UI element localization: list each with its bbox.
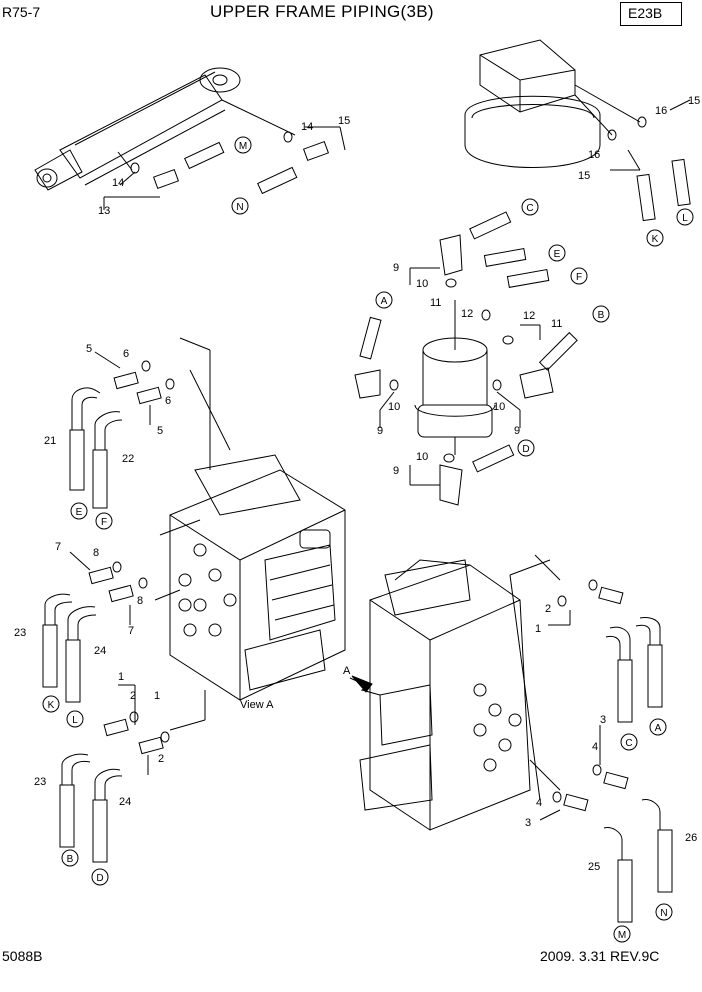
part-number: 11: [430, 297, 441, 309]
diagram-labels: View A A 1 1 1 2 2 2 3 3 4 4 5 5 6 6 7 7…: [14, 95, 700, 941]
callout-label: K: [48, 700, 55, 711]
callout-label: E: [554, 249, 561, 260]
part-number: 3: [600, 714, 606, 726]
view-a-arrow: [351, 675, 373, 693]
part-number: 4: [592, 741, 598, 753]
part-number: 10: [416, 278, 428, 290]
part-number: 1: [154, 690, 160, 702]
part-number: 9: [393, 465, 399, 477]
part-number: 2: [545, 603, 551, 615]
callout-label: E: [76, 507, 83, 518]
part-number: 2: [130, 690, 136, 702]
hoses-right: [603, 158, 691, 923]
page-title: UPPER FRAME PIPING(3B): [210, 2, 434, 21]
diagram-code: E23B: [628, 5, 663, 21]
part-number: 4: [536, 797, 542, 809]
cylinder-assembly: [34, 67, 296, 191]
callout-label: F: [101, 517, 107, 528]
part-number: 1: [535, 623, 541, 635]
view-a-arrow-label: A: [343, 665, 351, 677]
callout-label: A: [655, 723, 662, 734]
callout-label: A: [381, 296, 388, 307]
callout-label: M: [239, 141, 247, 152]
part-number: 15: [578, 170, 590, 182]
part-number: 5: [157, 425, 163, 437]
callout-label: N: [236, 202, 243, 213]
control-valve-iso: [349, 559, 551, 831]
part-number: 16: [655, 105, 667, 117]
part-number: 14: [301, 121, 313, 133]
part-number: 9: [377, 425, 383, 437]
callout-label: L: [72, 715, 78, 726]
callout-circles: [42, 136, 694, 943]
part-number: 10: [388, 401, 400, 413]
callout-label: B: [598, 310, 605, 321]
part-number: 15: [688, 95, 700, 107]
diagram-code-box: [620, 2, 682, 26]
part-number: 7: [128, 625, 134, 637]
part-number: 16: [588, 149, 600, 161]
part-number: 14: [112, 177, 124, 189]
fittings-and-leaders: [69, 99, 691, 821]
swivel-joint: [354, 234, 554, 506]
part-number: 7: [55, 541, 61, 553]
part-number: 6: [165, 395, 171, 407]
callout-label: K: [652, 234, 659, 245]
part-number: 3: [525, 817, 531, 829]
part-number: 24: [119, 796, 131, 808]
callout-label: N: [660, 908, 667, 919]
part-number: 22: [122, 453, 134, 465]
sheet-part-number: 5088B: [2, 948, 43, 964]
swing-motor: [464, 39, 641, 168]
callout-label: M: [618, 930, 626, 941]
model-code: R75-7: [2, 4, 41, 20]
hoses-left: [42, 387, 123, 863]
part-number: 1: [118, 671, 124, 683]
revision-date: 2009. 3.31 REV.9C: [540, 948, 660, 964]
view-a-label: View A: [240, 699, 274, 711]
part-number: 5: [86, 343, 92, 355]
part-number: 23: [34, 776, 46, 788]
part-number: 13: [98, 205, 110, 217]
part-number: 12: [461, 308, 473, 320]
part-number: 12: [523, 310, 535, 322]
part-number: 6: [123, 348, 129, 360]
control-valve-view-a: [169, 454, 346, 701]
callout-label: C: [625, 738, 632, 749]
part-number: 2: [158, 753, 164, 765]
part-number: 26: [685, 832, 697, 844]
callout-label: B: [67, 854, 74, 865]
part-number: 25: [588, 861, 600, 873]
part-number: 8: [137, 595, 143, 607]
part-number: 8: [93, 547, 99, 559]
part-number: 10: [493, 401, 505, 413]
part-number: 11: [551, 318, 562, 330]
part-number: 15: [338, 115, 350, 127]
callout-label: F: [576, 272, 582, 283]
callout-label: D: [522, 444, 529, 455]
part-number: 9: [514, 425, 520, 437]
callout-label: C: [526, 203, 533, 214]
callout-label: L: [682, 213, 688, 224]
callout-label: D: [96, 873, 103, 884]
part-number: 23: [14, 627, 26, 639]
part-number: 9: [393, 262, 399, 274]
part-number: 21: [44, 435, 56, 447]
part-number: 24: [94, 645, 106, 657]
part-number: 10: [416, 451, 428, 463]
